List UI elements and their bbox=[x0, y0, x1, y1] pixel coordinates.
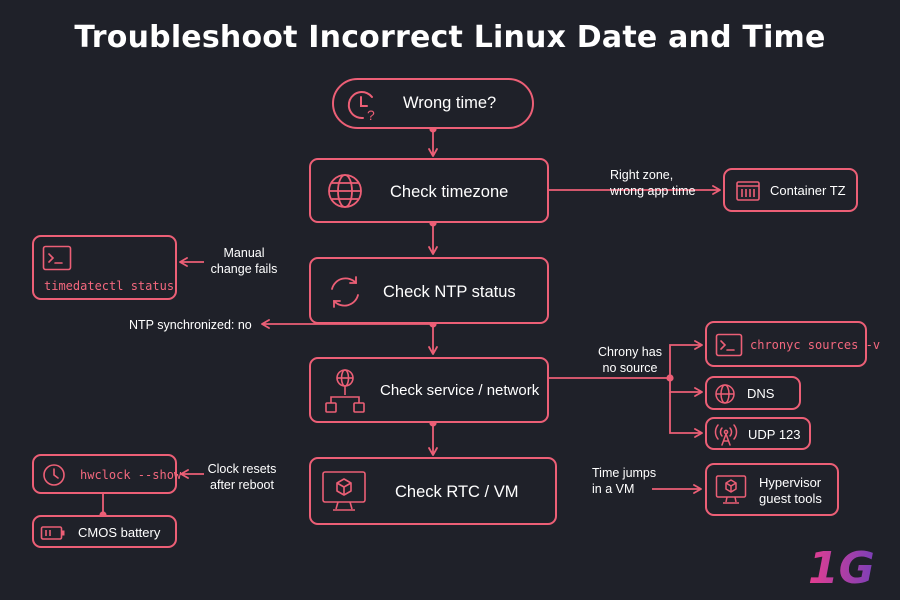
sync-icon bbox=[325, 272, 365, 312]
network-icon bbox=[323, 367, 367, 417]
note-ntp-synchronized: NTP synchronized: no bbox=[129, 318, 252, 332]
arrow-branch-to-udp bbox=[669, 392, 703, 438]
globe-icon bbox=[714, 383, 736, 405]
node-timedatectl: timedatectl status bbox=[32, 235, 177, 300]
monitor-cube-icon bbox=[715, 474, 747, 506]
node-label: Check RTC / VM bbox=[395, 483, 519, 501]
svg-text:1G: 1G bbox=[808, 543, 875, 590]
node-label: hwclock --show bbox=[80, 468, 182, 482]
note-right-zone: Right zone, wrong app time bbox=[610, 168, 696, 198]
node-check-rtc: Check RTC / VM bbox=[309, 457, 557, 525]
antenna-icon bbox=[713, 423, 739, 447]
note-time-jumps: Time jumps in a VM bbox=[592, 466, 657, 496]
node-label: DNS bbox=[747, 386, 775, 401]
note-clock-resets: Clock resets after reboot bbox=[207, 462, 277, 492]
terminal-icon bbox=[715, 333, 743, 357]
clock-icon bbox=[42, 463, 66, 487]
node-label: Wrong time? bbox=[403, 94, 497, 112]
node-label: Container TZ bbox=[770, 183, 846, 198]
note-manual-change: Manual change fails bbox=[210, 246, 278, 276]
node-chronyc: chronyc sources -v bbox=[705, 321, 880, 367]
terminal-icon bbox=[42, 245, 72, 271]
note-chrony-no-source: Chrony has no source bbox=[598, 345, 662, 375]
monitor-cube-icon bbox=[321, 469, 367, 515]
node-cmos: CMOS battery bbox=[32, 515, 177, 548]
node-wrong-time: ? Wrong time? bbox=[332, 78, 534, 129]
node-dns: DNS bbox=[705, 376, 801, 410]
node-check-service: Check service / network bbox=[309, 357, 549, 423]
1g-logo-icon: 1G bbox=[806, 538, 882, 594]
node-label: CMOS battery bbox=[78, 525, 161, 540]
svg-text:?: ? bbox=[367, 107, 375, 123]
node-container-tz: Container TZ bbox=[723, 168, 858, 212]
page-title: Troubleshoot Incorrect Linux Date and Ti… bbox=[74, 20, 826, 55]
container-icon bbox=[735, 179, 761, 203]
node-label: guest tools bbox=[759, 491, 822, 506]
node-check-ntp: Check NTP status bbox=[309, 257, 549, 324]
junction-dot bbox=[666, 374, 674, 382]
arrow-branch-to-dns bbox=[669, 378, 703, 397]
battery-icon bbox=[40, 524, 66, 542]
node-hypervisor: Hypervisor guest tools bbox=[705, 463, 839, 516]
node-udp: UDP 123 bbox=[705, 417, 811, 450]
node-check-timezone: Check timezone bbox=[309, 158, 549, 223]
globe-icon bbox=[325, 171, 365, 211]
node-label: Hypervisor bbox=[759, 475, 822, 490]
node-label: Check timezone bbox=[390, 183, 509, 201]
node-label: timedatectl status bbox=[44, 279, 175, 293]
node-label: Check NTP status bbox=[383, 283, 516, 301]
clock-question-icon: ? bbox=[344, 86, 382, 124]
node-label: Check service / network bbox=[380, 382, 540, 399]
node-label: chronyc sources -v bbox=[750, 338, 881, 352]
node-label: UDP 123 bbox=[748, 427, 801, 442]
arrow-branch-to-chronyc bbox=[669, 340, 703, 378]
node-hwclock: hwclock --show bbox=[32, 454, 181, 494]
